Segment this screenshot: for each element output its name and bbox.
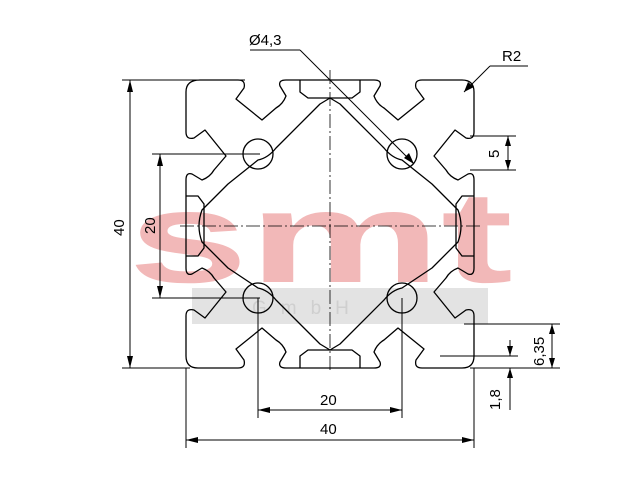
dim-wall-thickness-label: 1,8	[487, 389, 504, 410]
outer-contour	[185, 79, 475, 369]
watermark-band	[192, 288, 488, 324]
dim-slot-width: 5	[470, 135, 516, 171]
dim-overall-width: 40	[185, 368, 475, 448]
center-lines	[180, 70, 480, 372]
slot-lip-left	[186, 195, 205, 257]
dim-overall-height: 40	[111, 79, 245, 369]
watermark-company: GmbH	[252, 298, 363, 319]
central-core	[198, 97, 462, 351]
dim-hole-diameter-label: Ø4,3	[249, 32, 282, 49]
dim-hole-spacing-vertical-label: 20	[142, 217, 159, 234]
dim-hole-spacing-horizontal-label: 20	[320, 392, 337, 409]
hole-top-right	[386, 138, 418, 170]
dim-hole-spacing-horizontal: 20	[257, 298, 403, 418]
dim-overall-height-label: 40	[111, 219, 128, 236]
slot-lip-right	[455, 195, 474, 257]
dim-wall-thickness: 1,8	[440, 340, 518, 410]
aluminium-profile	[185, 79, 475, 369]
dim-hole-diameter: Ø4,3	[249, 32, 415, 165]
dim-slot-depth-label: 6,35	[531, 337, 548, 366]
dim-corner-radius: R2	[463, 48, 528, 93]
dim-hole-spacing-vertical: 20	[142, 153, 260, 299]
dim-corner-radius-label: R2	[502, 48, 521, 65]
watermark: smt GmbH	[128, 164, 513, 324]
dim-overall-width-label: 40	[320, 421, 337, 438]
dim-slot-width-label: 5	[486, 150, 503, 158]
watermark-logo: smt	[128, 164, 513, 310]
